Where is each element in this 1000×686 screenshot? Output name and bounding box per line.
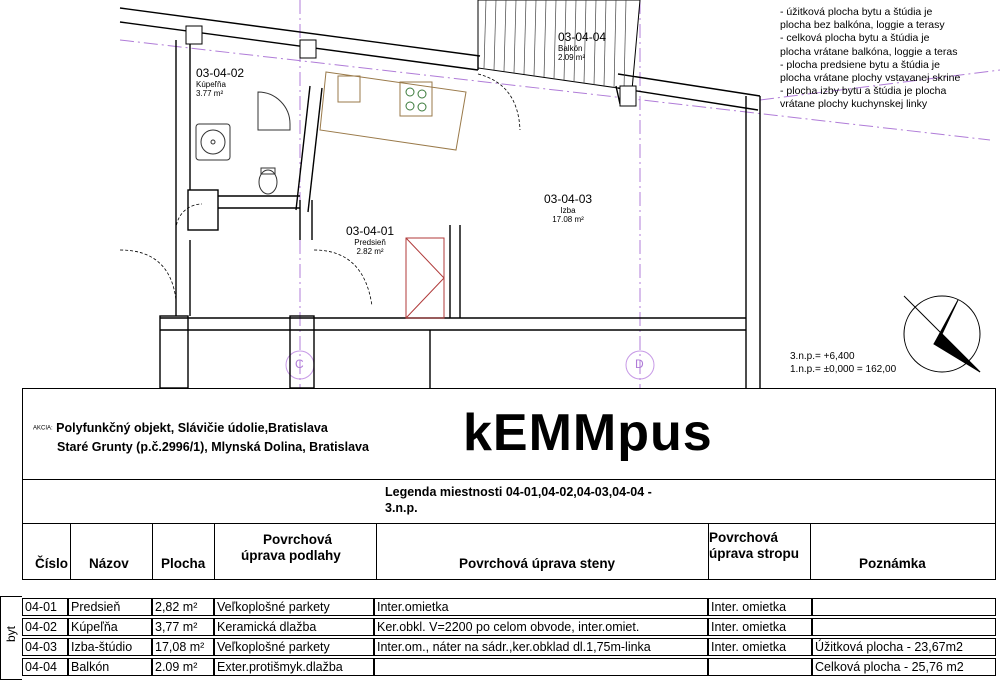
cell-steny: Inter.om., náter na sádr.,ker.obklad dl.… <box>374 638 708 656</box>
cell-steny: Ker.obkl. V=2200 po celom obvode, inter.… <box>374 618 708 636</box>
elevation-line: 3.n.p.= +6,400 <box>790 351 855 362</box>
title-block: AKCIA: Polyfunkčný objekt, Slávičie údol… <box>22 388 996 480</box>
project-line-2: Staré Grunty (p.č.2996/1), Mlynská Dolin… <box>57 439 369 454</box>
cell-cislo: 04-02 <box>22 618 68 636</box>
cell-strop <box>708 658 812 676</box>
cell-podlaha: Veľkoplošné parkety <box>214 638 374 656</box>
room-area: 17.08 m² <box>552 215 584 224</box>
brand-logo-text: kEMMpus <box>463 404 713 462</box>
cell-strop: Inter. omietka <box>708 618 812 636</box>
note-line: - celková plocha bytu a štúdia je <box>780 32 930 45</box>
header-stropu: Povrchová úprava stropu <box>709 524 811 579</box>
note-line: plocha vrátane plochy vstavanej skrine <box>780 72 961 85</box>
grid-label-c: C <box>295 357 304 371</box>
room-number: 03-04-02 <box>196 66 245 80</box>
header-poznamka: Poznámka <box>859 556 926 571</box>
room-label-predsien: 03-04-01 Predsieň 2.82 m² <box>346 224 394 256</box>
cell-cislo: 04-04 <box>22 658 68 676</box>
legend-title: Legenda miestnosti 04-01,04-02,04-03,04-… <box>385 484 745 516</box>
cell-plocha: 3,77 m² <box>152 618 214 636</box>
cell-nazov: Balkón <box>68 658 152 676</box>
table-header: Číslo Názov Plocha Povrchová úprava podl… <box>22 524 996 580</box>
room-label-kupelna: 03-04-02 Kúpeľňa 3.77 m² <box>196 66 244 98</box>
cell-nazov: Predsieň <box>68 598 152 616</box>
room-label-balkon: 03-04-04 Balkón 2.09 m² <box>558 30 606 62</box>
room-name: Predsieň <box>354 238 386 247</box>
legend-block: Legenda miestnosti 04-01,04-02,04-03,04-… <box>22 480 996 524</box>
note-line: vrátane plochy kuchynskej linky <box>780 98 928 111</box>
cell-strop: Inter. omietka <box>708 638 812 656</box>
cell-plocha: 2.09 m² <box>152 658 214 676</box>
room-number: 03-04-04 <box>558 30 607 44</box>
cell-cislo: 04-01 <box>22 598 68 616</box>
project-info: AKCIA: Polyfunkčný objekt, Slávičie údol… <box>33 419 369 456</box>
room-name: Balkón <box>558 44 583 53</box>
room-name: Kúpeľňa <box>196 80 226 89</box>
note-line: - plocha izby bytu a štúdia je plocha <box>780 85 947 98</box>
elevation-line: 1.n.p.= ±0,000 = 162,00 <box>790 364 897 375</box>
elevation-notes: 3.n.p.= +6,400 1.n.p.= ±0,000 = 162,00 <box>790 350 896 376</box>
note-line: plocha bez balkóna, loggie a terasy <box>780 19 945 32</box>
area-notes: - úžitková plocha bytu a štúdia je ploch… <box>780 6 1000 112</box>
cell-poznamka <box>812 598 996 616</box>
cell-plocha: 17,08 m² <box>152 638 214 656</box>
cell-steny <box>374 658 708 676</box>
room-number: 03-04-03 <box>544 192 593 206</box>
cell-poznamka <box>812 618 996 636</box>
note-line: - úžitková plocha bytu a štúdia je <box>780 6 933 18</box>
legend-line-1: Legenda miestnosti 04-01,04-02,04-03,04-… <box>385 485 652 499</box>
room-area: 2.82 m² <box>356 247 384 256</box>
note-line: - plocha predsiene bytu a štúdia je <box>780 58 940 71</box>
room-area: 2.09 m² <box>558 53 586 62</box>
floor-plan: 03-04-02 Kúpeľňa 3.77 m² 03-04-04 Balkón… <box>119 0 1000 389</box>
note-line: plocha vrátane balkóna, loggie a teras <box>780 45 958 58</box>
cell-plocha: 2,82 m² <box>152 598 214 616</box>
cell-strop: Inter. omietka <box>708 598 812 616</box>
byt-side-label: byt <box>0 596 22 680</box>
header-nazov: Názov <box>71 524 153 579</box>
room-area: 3.77 m² <box>196 89 224 98</box>
room-label-izba: 03-04-03 Izba 17.08 m² <box>544 192 592 224</box>
floor-plan-drawing <box>119 0 1000 389</box>
cell-steny: Inter.omietka <box>374 598 708 616</box>
room-number: 03-04-01 <box>346 224 395 238</box>
cell-podlaha: Veľkoplošné parkety <box>214 598 374 616</box>
project-line-1: Polyfunkčný objekt, Slávičie údolie,Brat… <box>56 421 328 435</box>
cell-podlaha: Exter.protišmyk.dlažba <box>214 658 374 676</box>
akcia-tag: AKCIA: <box>33 425 53 432</box>
cell-nazov: Kúpeľňa <box>68 618 152 636</box>
cell-nazov: Izba-štúdio <box>68 638 152 656</box>
legend-line-2: 3.n.p. <box>385 501 418 515</box>
grid-label-d: D <box>635 357 644 371</box>
header-steny: Povrchová úprava steny <box>377 524 709 579</box>
header-cislo: Číslo <box>23 524 71 579</box>
cell-poznamka: Úžitková plocha - 23,67m2 <box>812 638 996 656</box>
cell-poznamka: Celková plocha - 25,76 m2 <box>812 658 996 676</box>
cell-podlaha: Keramická dlažba <box>214 618 374 636</box>
header-podlahy: Povrchová úprava podlahy <box>215 524 377 579</box>
room-name: Izba <box>560 206 576 215</box>
cell-cislo: 04-03 <box>22 638 68 656</box>
header-plocha: Plocha <box>153 524 215 579</box>
